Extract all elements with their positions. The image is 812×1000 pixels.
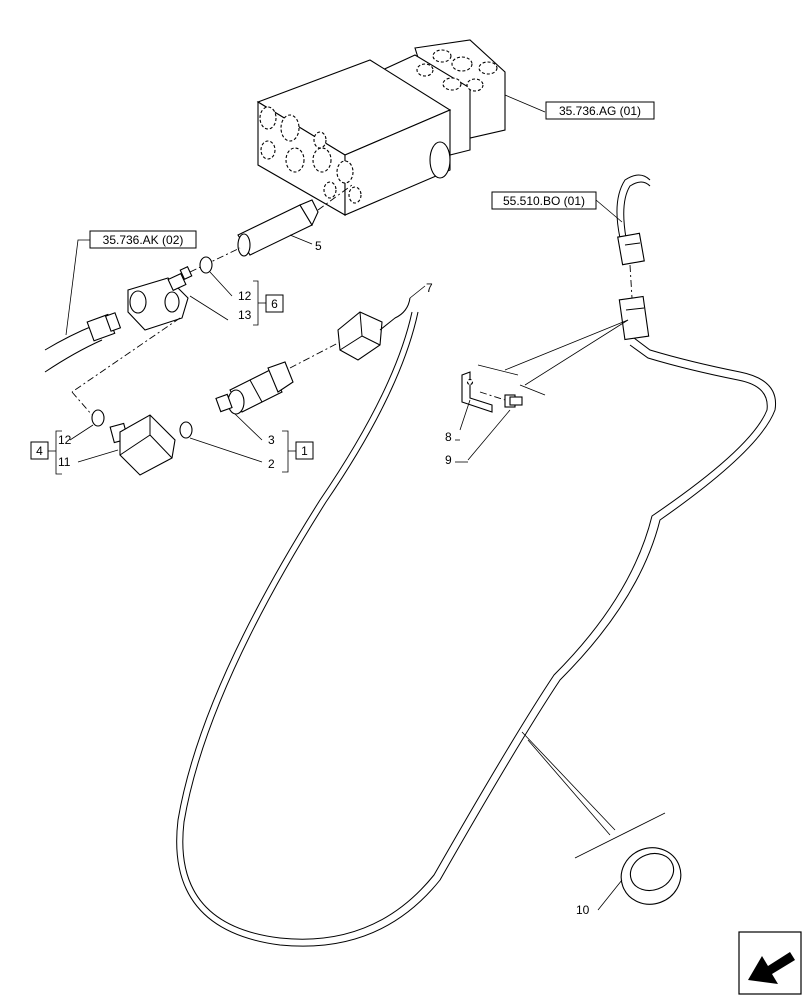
reference-label-valve-block: 35.736.AG (01) (559, 104, 641, 118)
hose-and-tee-fitting (44, 247, 241, 416)
elbow-fitting-part-11: 12 11 4 (30, 409, 176, 476)
bolt-part-9: 9 (445, 391, 523, 467)
bracket-part-8: 8 (445, 371, 493, 444)
o-ring-part-12-upper: 12 13 6 (189, 256, 284, 326)
harness-leader-lines (477, 319, 629, 396)
pressure-switch-part-3: 3 2 1 (179, 341, 341, 473)
valve-block (256, 39, 506, 216)
reference-box-harness[interactable]: 55.510.BO (01) (491, 191, 623, 223)
callout-10: 10 (576, 903, 590, 917)
back-arrow-icon[interactable] (738, 931, 802, 995)
callout-4: 4 (36, 444, 43, 458)
callout-6: 6 (271, 297, 278, 311)
reference-box-hose[interactable]: 35.736.AK (02) (65, 230, 197, 336)
callout-2: 2 (268, 457, 275, 471)
callout-1: 1 (301, 444, 308, 458)
callout-7: 7 (426, 281, 433, 295)
callout-9: 9 (445, 453, 452, 467)
reference-label-hose: 35.736.AK (02) (103, 233, 184, 247)
callout-3: 3 (268, 433, 275, 447)
cable-tie-part-10: 10 (521, 731, 682, 917)
connector-part-7: 7 (337, 281, 433, 361)
reference-label-harness: 55.510.BO (01) (503, 194, 585, 208)
callout-13: 13 (238, 308, 252, 322)
harness-connector (616, 174, 651, 341)
callout-12-upper: 12 (238, 289, 252, 303)
callout-5: 5 (315, 239, 322, 253)
callout-12-lower: 12 (58, 433, 72, 447)
callout-8: 8 (445, 430, 452, 444)
reference-box-valve-block[interactable]: 35.736.AG (01) (504, 94, 655, 120)
callout-11: 11 (58, 455, 71, 469)
adapter-part-5: 5 (237, 184, 353, 257)
wire-harness-loop (176, 311, 777, 947)
